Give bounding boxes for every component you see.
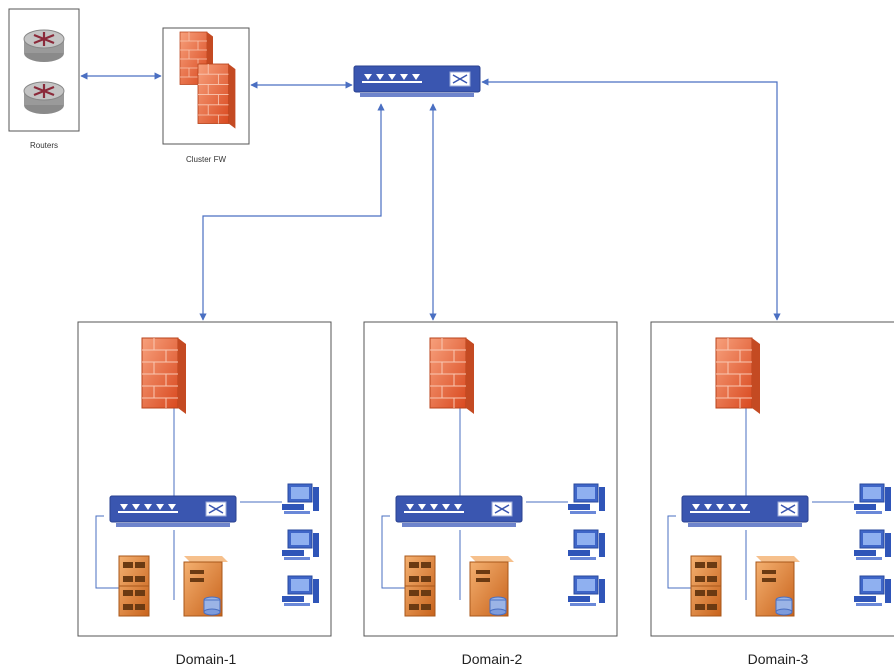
firewall-icon (141, 337, 187, 415)
workstation-icon (281, 529, 320, 561)
domain-label: Domain-1 (176, 651, 237, 667)
routers-label: Routers (30, 141, 58, 150)
routers-group: Routers (8, 8, 80, 150)
firewall-icon (429, 337, 475, 415)
workstation-icon (853, 483, 892, 515)
firewall-icon (715, 337, 761, 415)
workstation-icon (567, 529, 606, 561)
db-server-icon (183, 555, 229, 617)
switch-icon (109, 495, 237, 528)
domain-label: Domain-3 (748, 651, 809, 667)
domain-label: Domain-2 (462, 651, 523, 667)
workstation-icon (567, 575, 606, 607)
domain-3: Domain-3 (650, 321, 894, 667)
switch-icon (681, 495, 809, 528)
workstation-icon (853, 575, 892, 607)
uplinks (80, 72, 781, 321)
firewall-icon (197, 63, 236, 130)
rack-server-icon (404, 555, 436, 617)
core-switch-icon (353, 65, 481, 98)
db-server-icon (469, 555, 515, 617)
rack-server-icon (118, 555, 150, 617)
cluster-fw-label: Cluster FW (186, 155, 226, 164)
cluster-fw-group: Cluster FW (162, 27, 250, 164)
router-icon (22, 28, 66, 64)
workstation-icon (853, 529, 892, 561)
workstation-icon (281, 575, 320, 607)
link-switch-domain3 (481, 78, 781, 321)
domain-1: Domain-1 (77, 321, 332, 667)
rack-server-icon (690, 555, 722, 617)
workstation-icon (281, 483, 320, 515)
link-switch-domain1 (199, 103, 385, 321)
db-server-icon (755, 555, 801, 617)
workstation-icon (567, 483, 606, 515)
switch-icon (395, 495, 523, 528)
router-icon (22, 80, 66, 116)
domain-2: Domain-2 (363, 321, 618, 667)
